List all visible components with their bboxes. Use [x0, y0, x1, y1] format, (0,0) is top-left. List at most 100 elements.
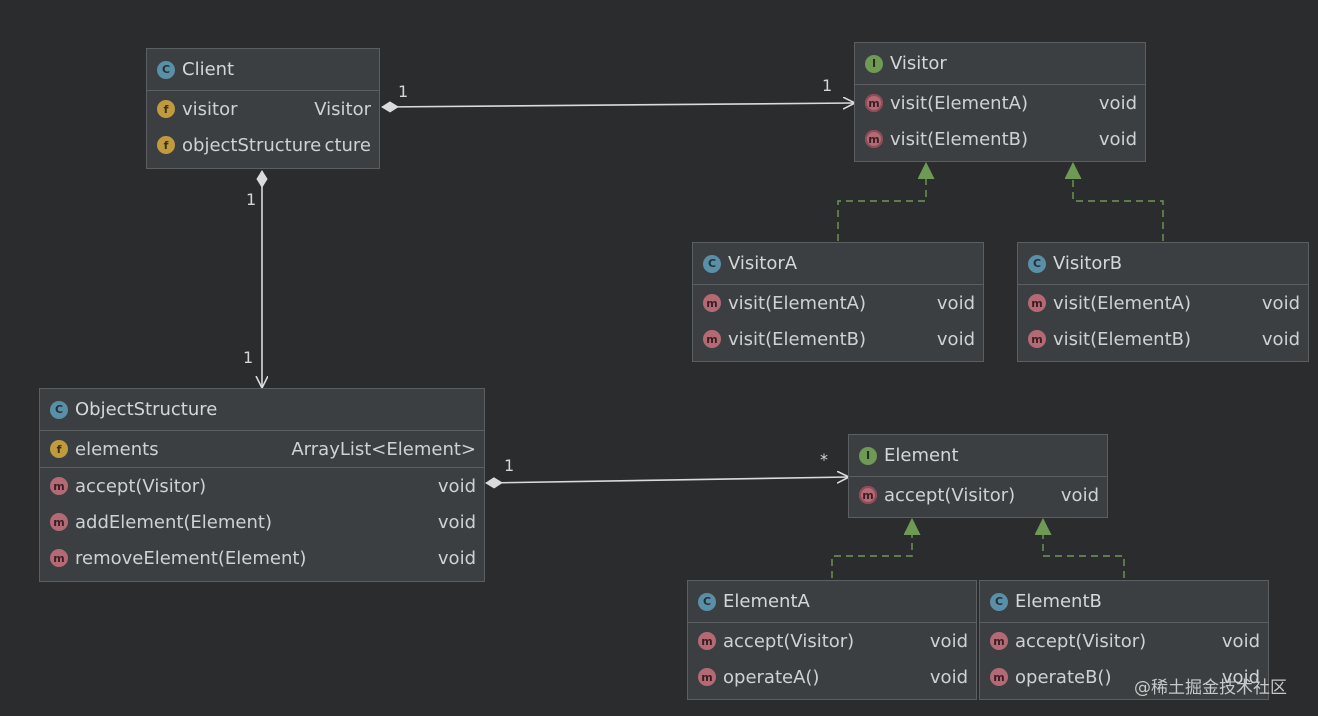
- field-type: ArrayList<Element>: [291, 438, 476, 460]
- methods-section: m accept(Visitor) void m addElement(Elem…: [40, 468, 484, 576]
- method-name: visit(ElementA): [728, 292, 866, 314]
- class-box-elementb[interactable]: C ElementB m accept(Visitor) void m oper…: [979, 580, 1269, 700]
- method-icon: m: [50, 477, 68, 495]
- method-name: visit(ElementB): [1053, 328, 1192, 350]
- class-header: I Element: [849, 435, 1107, 477]
- abstract-method-icon: m: [865, 130, 883, 148]
- methods-section: m accept(Visitor) void m operateA() void: [688, 623, 976, 695]
- mult-objectstructure-element-source: 1: [504, 456, 515, 475]
- class-header: C VisitorB: [1018, 243, 1308, 285]
- field-row[interactable]: f elements ArrayList<Element>: [40, 431, 484, 467]
- class-name: VisitorB: [1053, 253, 1123, 274]
- method-icon: m: [1028, 294, 1046, 312]
- method-row[interactable]: m visit(ElementA) void: [855, 85, 1145, 121]
- class-icon: C: [1028, 254, 1046, 273]
- method-row[interactable]: m addElement(Element) void: [40, 504, 484, 540]
- edge-objectstructure-element: [486, 477, 848, 483]
- method-return-type: void: [1261, 292, 1300, 314]
- method-return-type: void: [437, 511, 476, 533]
- method-return-type: void: [1261, 328, 1300, 350]
- class-name: ElementB: [1015, 591, 1102, 612]
- method-row[interactable]: m operateB() void: [980, 659, 1268, 695]
- fields-section: f visitor Visitor f objectStructure ctur…: [147, 91, 379, 163]
- method-name: operateA(): [723, 666, 820, 688]
- method-name: removeElement(Element): [75, 547, 307, 569]
- method-return-type: void: [437, 475, 476, 497]
- class-icon: C: [157, 60, 175, 79]
- methods-section: m accept(Visitor) void m operateB() void: [980, 623, 1268, 695]
- method-return-type: void: [1098, 128, 1137, 150]
- mult-client-visitor-target: 1: [822, 76, 833, 95]
- edge-elementb-element: [1043, 520, 1125, 578]
- class-name: Client: [182, 59, 235, 80]
- field-row[interactable]: f visitor Visitor: [147, 91, 379, 127]
- method-row[interactable]: m accept(Visitor) void: [688, 623, 976, 659]
- class-header: C ElementB: [980, 581, 1268, 623]
- class-icon: C: [50, 400, 68, 419]
- method-row[interactable]: m accept(Visitor) void: [849, 477, 1107, 513]
- method-row[interactable]: m accept(Visitor) void: [40, 468, 484, 504]
- method-name: accept(Visitor): [884, 484, 1016, 506]
- class-name: VisitorA: [728, 253, 798, 274]
- class-header: C VisitorA: [693, 243, 983, 285]
- interface-icon: I: [865, 54, 883, 73]
- class-header: I Visitor: [855, 43, 1145, 85]
- class-box-visitor[interactable]: I Visitor m visit(ElementA) void m visit…: [854, 42, 1146, 162]
- class-name: ObjectStructure: [75, 399, 218, 420]
- method-icon: m: [50, 549, 68, 567]
- methods-section: m visit(ElementA) void m visit(ElementB)…: [1018, 285, 1308, 357]
- method-return-type: void: [936, 292, 975, 314]
- method-name: addElement(Element): [75, 511, 272, 533]
- field-icon: f: [157, 100, 175, 118]
- edge-elementa-element: [831, 520, 912, 578]
- methods-section: m visit(ElementA) void m visit(ElementB)…: [693, 285, 983, 357]
- edge-visitora-visitor: [837, 164, 926, 241]
- method-icon: m: [990, 668, 1008, 686]
- class-name: Visitor: [890, 53, 947, 74]
- abstract-method-icon: m: [865, 94, 883, 112]
- field-row[interactable]: f objectStructure cture: [147, 127, 379, 163]
- edge-client-visitor: [382, 103, 854, 107]
- class-box-objectstructure[interactable]: C ObjectStructure f elements ArrayList<E…: [39, 388, 485, 582]
- method-row[interactable]: m removeElement(Element) void: [40, 540, 484, 576]
- abstract-method-icon: m: [859, 486, 877, 504]
- method-icon: m: [698, 632, 716, 650]
- method-return-type: void: [929, 630, 968, 652]
- method-row[interactable]: m visit(ElementA) void: [1018, 285, 1308, 321]
- field-icon: f: [50, 440, 68, 458]
- class-box-visitora[interactable]: C VisitorA m visit(ElementA) void m visi…: [692, 242, 984, 362]
- method-return-type: void: [1221, 630, 1260, 652]
- method-return-type: void: [929, 666, 968, 688]
- method-icon: m: [703, 330, 721, 348]
- field-type: Visitor: [314, 98, 371, 120]
- interface-icon: I: [859, 446, 877, 465]
- fields-section: f elements ArrayList<Element>: [40, 431, 484, 468]
- field-name: elements: [75, 438, 159, 460]
- class-box-element[interactable]: I Element m accept(Visitor) void: [848, 434, 1108, 518]
- method-row[interactable]: m operateA() void: [688, 659, 976, 695]
- field-icon: f: [157, 136, 175, 154]
- class-box-visitorb[interactable]: C VisitorB m visit(ElementA) void m visi…: [1017, 242, 1309, 362]
- method-row[interactable]: m accept(Visitor) void: [980, 623, 1268, 659]
- watermark: @稀土掘金技术社区: [1134, 678, 1287, 698]
- class-box-client[interactable]: C Client f visitor Visitor f objectStruc…: [146, 48, 380, 169]
- methods-section: m visit(ElementA) void m visit(ElementB)…: [855, 85, 1145, 157]
- method-row[interactable]: m visit(ElementB) void: [1018, 321, 1308, 357]
- field-name: objectStructure: [182, 134, 322, 156]
- mult-client-visitor-source: 1: [398, 82, 409, 101]
- class-name: Element: [884, 445, 959, 466]
- mult-client-objectstructure-source: 1: [246, 190, 257, 209]
- method-name: visit(ElementB): [890, 128, 1029, 150]
- class-header: C ObjectStructure: [40, 389, 484, 431]
- method-return-type: void: [936, 328, 975, 350]
- method-return-type: void: [1221, 666, 1260, 688]
- field-name: visitor: [182, 98, 238, 120]
- field-type: cture: [324, 134, 371, 156]
- method-row[interactable]: m visit(ElementA) void: [693, 285, 983, 321]
- class-box-elementa[interactable]: C ElementA m accept(Visitor) void m oper…: [687, 580, 977, 700]
- method-row[interactable]: m visit(ElementB) void: [693, 321, 983, 357]
- method-row[interactable]: m visit(ElementB) void: [855, 121, 1145, 157]
- class-name: ElementA: [723, 591, 810, 612]
